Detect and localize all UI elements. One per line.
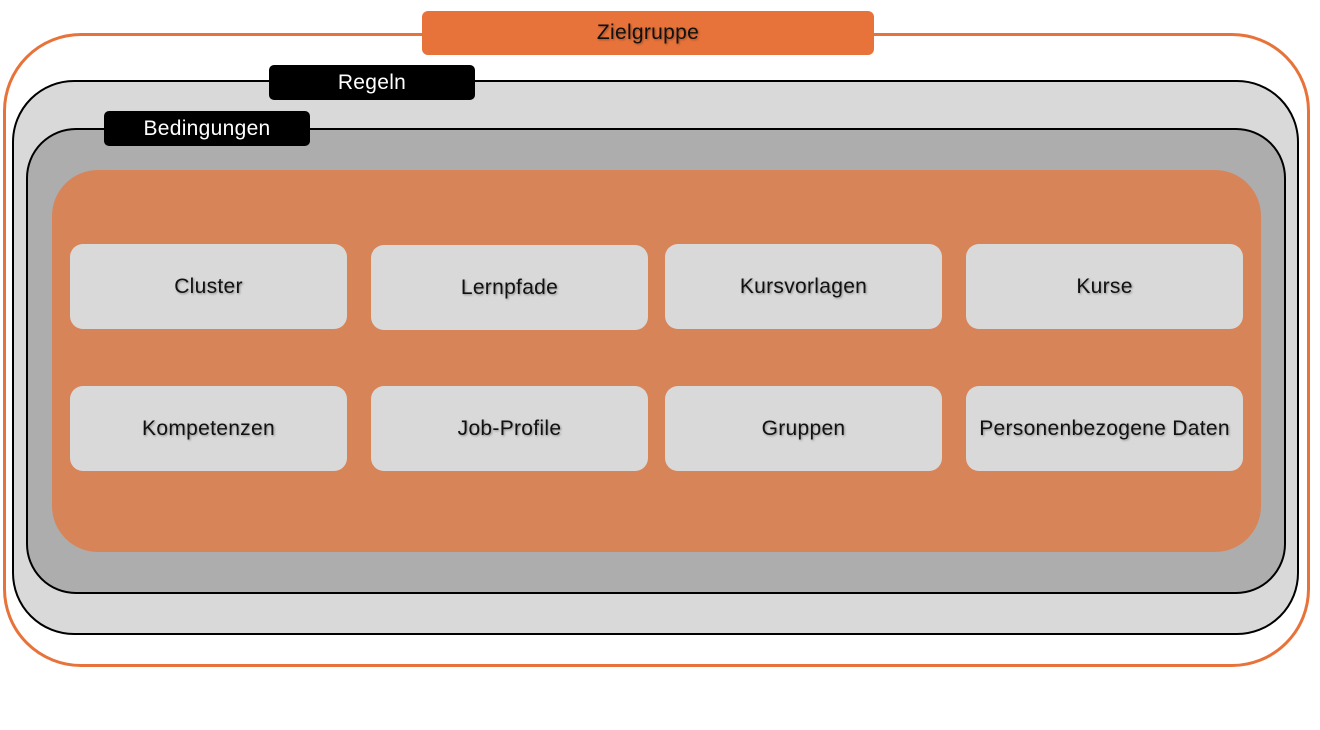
criterion-card-personenbezogene-daten: Personenbezogene Daten (966, 386, 1243, 471)
criterion-card-cluster: Cluster (70, 244, 347, 329)
criteria-area (52, 170, 1261, 552)
zielgruppe-label-text: Zielgruppe (596, 21, 700, 44)
criterion-card-kursvorlagen: Kursvorlagen (665, 244, 942, 329)
regeln-label-text: Regeln (337, 70, 407, 94)
criterion-card-job-profile: Job-Profile (371, 386, 648, 471)
criterion-card-kurse: Kurse (966, 244, 1243, 329)
zielgruppe-label: Zielgruppe (422, 11, 874, 55)
criterion-card-gruppen: Gruppen (665, 386, 942, 471)
bedingungen-label: Bedingungen (104, 111, 310, 146)
criterion-card-lernpfade: Lernpfade (371, 245, 648, 330)
regeln-label: Regeln (269, 65, 475, 100)
bedingungen-label-text: Bedingungen (143, 116, 271, 140)
criterion-card-kompetenzen: Kompetenzen (70, 386, 347, 471)
